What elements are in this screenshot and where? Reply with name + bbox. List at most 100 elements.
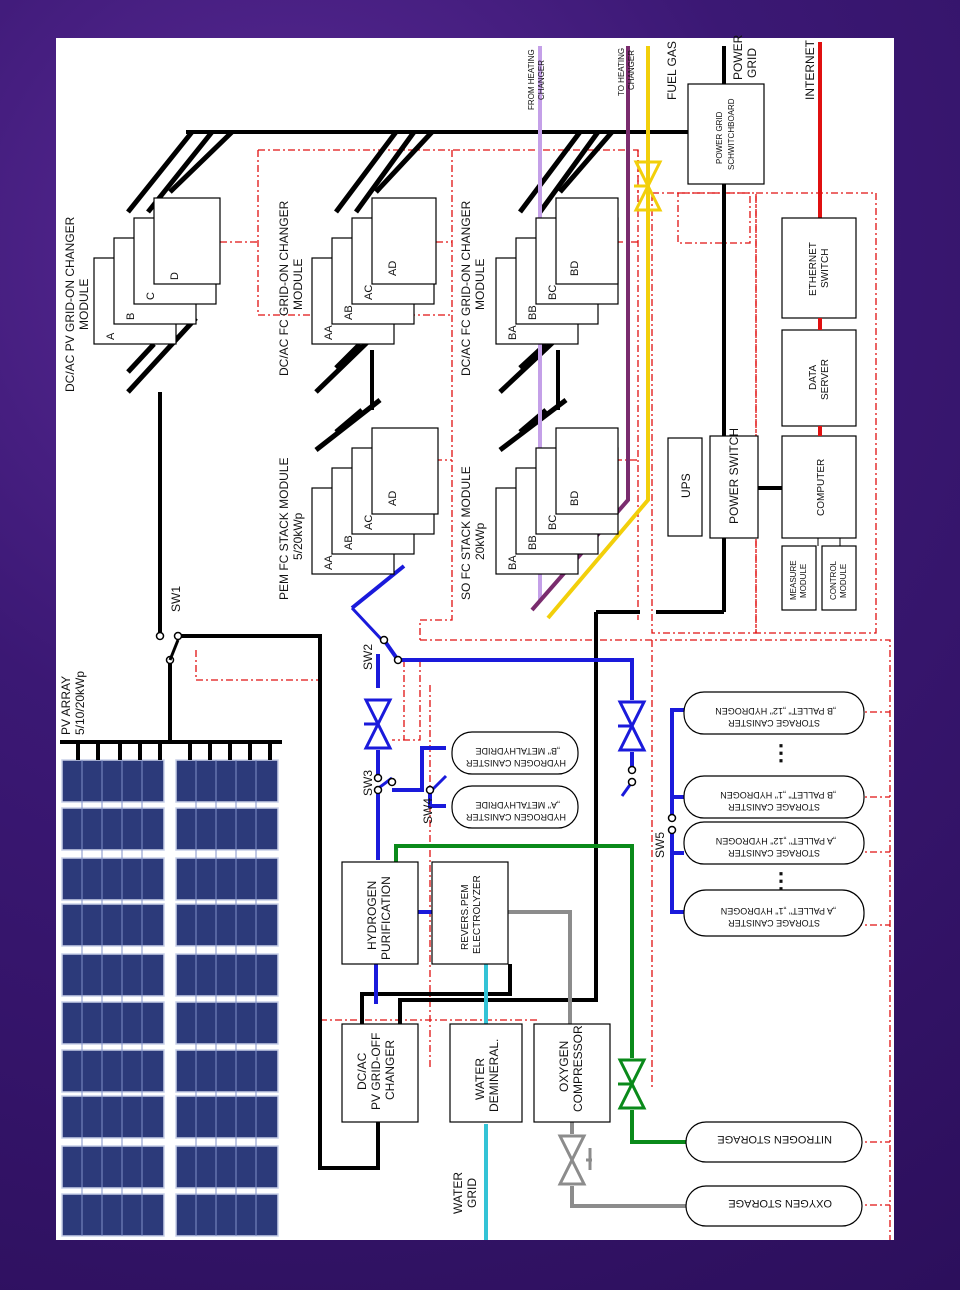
electrolyzer-label-2: ELECTROLYZER — [472, 875, 483, 954]
switchboard-label: POWER GRID — [715, 111, 724, 164]
power-switch-label: POWER SWITCH — [727, 428, 741, 524]
pallet-b1-label-2: STORAGE CANISTER — [728, 802, 820, 812]
nitrogen-valve — [617, 1058, 647, 1110]
canister-b-label-2: HYDROGEN CANISTER — [465, 758, 566, 768]
so-stack-bc: BC — [547, 515, 559, 530]
fuel-gas-label: FUEL GAS — [665, 41, 679, 100]
power-lines — [158, 46, 782, 1170]
module-a: A — [105, 332, 117, 340]
oxygen-line — [508, 910, 686, 1208]
oxygen-compressor-label-2: COMPRESSOR — [571, 1025, 585, 1112]
pem-stack-title: PEM FC STACK MODULE — [277, 458, 291, 600]
oxygen-compressor — [533, 1023, 611, 1123]
from-heating-label-2: CHANGER — [537, 60, 546, 100]
power-switch — [709, 435, 759, 539]
so-stack-power: 20kWp — [473, 522, 487, 560]
pallet-a12-label-2: STORAGE CANISTER — [728, 848, 820, 858]
hydrogen-valve-2 — [617, 700, 647, 752]
fc-gridon-ab: AB — [343, 305, 355, 320]
fc-gridon-ad: AD — [387, 261, 399, 276]
canister-a-label: „A" METALHYDRIDE — [475, 800, 560, 810]
pem-stack-aa: AA — [323, 555, 335, 570]
ethernet-switch — [781, 217, 857, 319]
hydrogen-purification — [341, 861, 419, 965]
pallet-a1-label: „A PALLET" „1" HYDROGEN — [721, 906, 836, 916]
so-stack-title: SO FC STACK MODULE — [459, 466, 473, 600]
power-grid-label: POWER — [731, 34, 745, 80]
water-demineral-label: WATER — [473, 1058, 487, 1100]
oxygen-valve — [557, 1134, 592, 1186]
nitrogen-storage-label: NITROGEN STORAGE — [717, 1133, 832, 1145]
fc-gridon-bb: BB — [527, 305, 539, 320]
hydrogen-valve-1 — [363, 698, 393, 750]
so-gridon-modules — [495, 197, 619, 345]
pem-gridon-title: DC/AC FC GRID-ON CHANGER — [277, 200, 291, 376]
nitrogen-storage — [685, 1121, 863, 1163]
pem-stack-ab: AB — [343, 535, 355, 550]
fc-gridon-aa: AA — [323, 325, 335, 340]
nitrogen-line — [394, 844, 686, 1144]
pv-gridon-title: DC/AC PV GRID-ON CHANGER — [63, 216, 77, 392]
sw1-label: SW1 — [169, 586, 183, 612]
so-stack-bb: BB — [527, 535, 539, 550]
pv-gridon-modules — [93, 197, 221, 345]
gridoff-label-3: CHANGER — [383, 1040, 397, 1100]
fc-gridon-bd: BD — [569, 261, 581, 276]
pallet-b-12-canister — [683, 691, 865, 735]
gridoff-label: DC/AC — [355, 1052, 369, 1090]
data-server-label-2: SERVER — [820, 359, 831, 400]
pem-gridon-modules — [311, 197, 437, 345]
hydrogen-lines — [350, 564, 684, 1004]
so-stack-bd: BD — [569, 491, 581, 506]
water-demineral — [449, 1023, 523, 1123]
pallet-a-12-canister — [683, 821, 865, 865]
module-d: D — [169, 272, 181, 280]
computer — [781, 435, 857, 539]
pem-gridon-title-2: MODULE — [291, 259, 305, 310]
fc-gridon-bc: BC — [547, 285, 559, 300]
h2-purification-label-2: PURIFICATION — [379, 876, 393, 960]
dcac-pv-gridoff-changer — [341, 1023, 419, 1123]
measure-label: MEASURE — [789, 560, 798, 600]
ups-label: UPS — [679, 473, 693, 498]
oxygen-storage-label: OXYGEN STORAGE — [728, 1197, 832, 1209]
pem-stack-ac: AC — [363, 515, 375, 530]
fuel-gas-valve — [633, 160, 663, 212]
it-links — [817, 538, 841, 546]
pv-array-label: PV ARRAY — [59, 676, 73, 735]
pallet-b-1-canister — [683, 775, 865, 819]
sw5-label: SW5 — [653, 832, 667, 858]
measure-module — [781, 545, 817, 611]
to-heating-label: TO HEATING — [617, 48, 626, 96]
switch-contacts — [155, 631, 677, 835]
ethernet-label: ETHERNET — [808, 242, 819, 296]
h2-purification-label: HYDROGEN — [365, 881, 379, 950]
metalhydride-canister-a — [451, 785, 579, 829]
metalhydride-canister-b — [451, 731, 579, 775]
pem-stack-modules — [311, 427, 439, 575]
so-gridon-title: DC/AC FC GRID-ON CHANGER — [459, 200, 473, 376]
pv-panels — [61, 759, 279, 1237]
revers-pem-electrolyzer — [431, 861, 509, 965]
internet-label: INTERNET — [803, 39, 817, 100]
water-demineral-label-2: DEMINERAL. — [487, 1039, 501, 1112]
ellipsis-b: ⋮ — [770, 740, 792, 765]
so-stack-ba: BA — [507, 555, 519, 570]
ethernet-label-2: SWITCH — [820, 249, 831, 288]
sw4-label: SW4 — [421, 798, 435, 824]
so-stack-modules — [495, 427, 619, 575]
pv-array-power: 5/10/20kWp — [73, 671, 87, 735]
pem-stack-power: 5/20kWp — [291, 512, 305, 560]
data-server-label: DATA — [808, 364, 819, 390]
sw2-label: SW2 — [361, 644, 375, 670]
pallet-b12-label: „B PALLET" „12" HYDROGEN — [715, 706, 836, 716]
measure-label-2: MODULE — [799, 564, 808, 598]
module-b: B — [125, 313, 137, 320]
gridoff-label-2: PV GRID-OFF — [369, 1033, 383, 1110]
canister-b-label: „B" METALHYDRIDE — [475, 746, 560, 756]
sw3-label: SW3 — [361, 770, 375, 796]
oxygen-storage — [685, 1185, 863, 1227]
ups — [667, 437, 703, 537]
water-grid-label: WATER — [451, 1172, 465, 1214]
